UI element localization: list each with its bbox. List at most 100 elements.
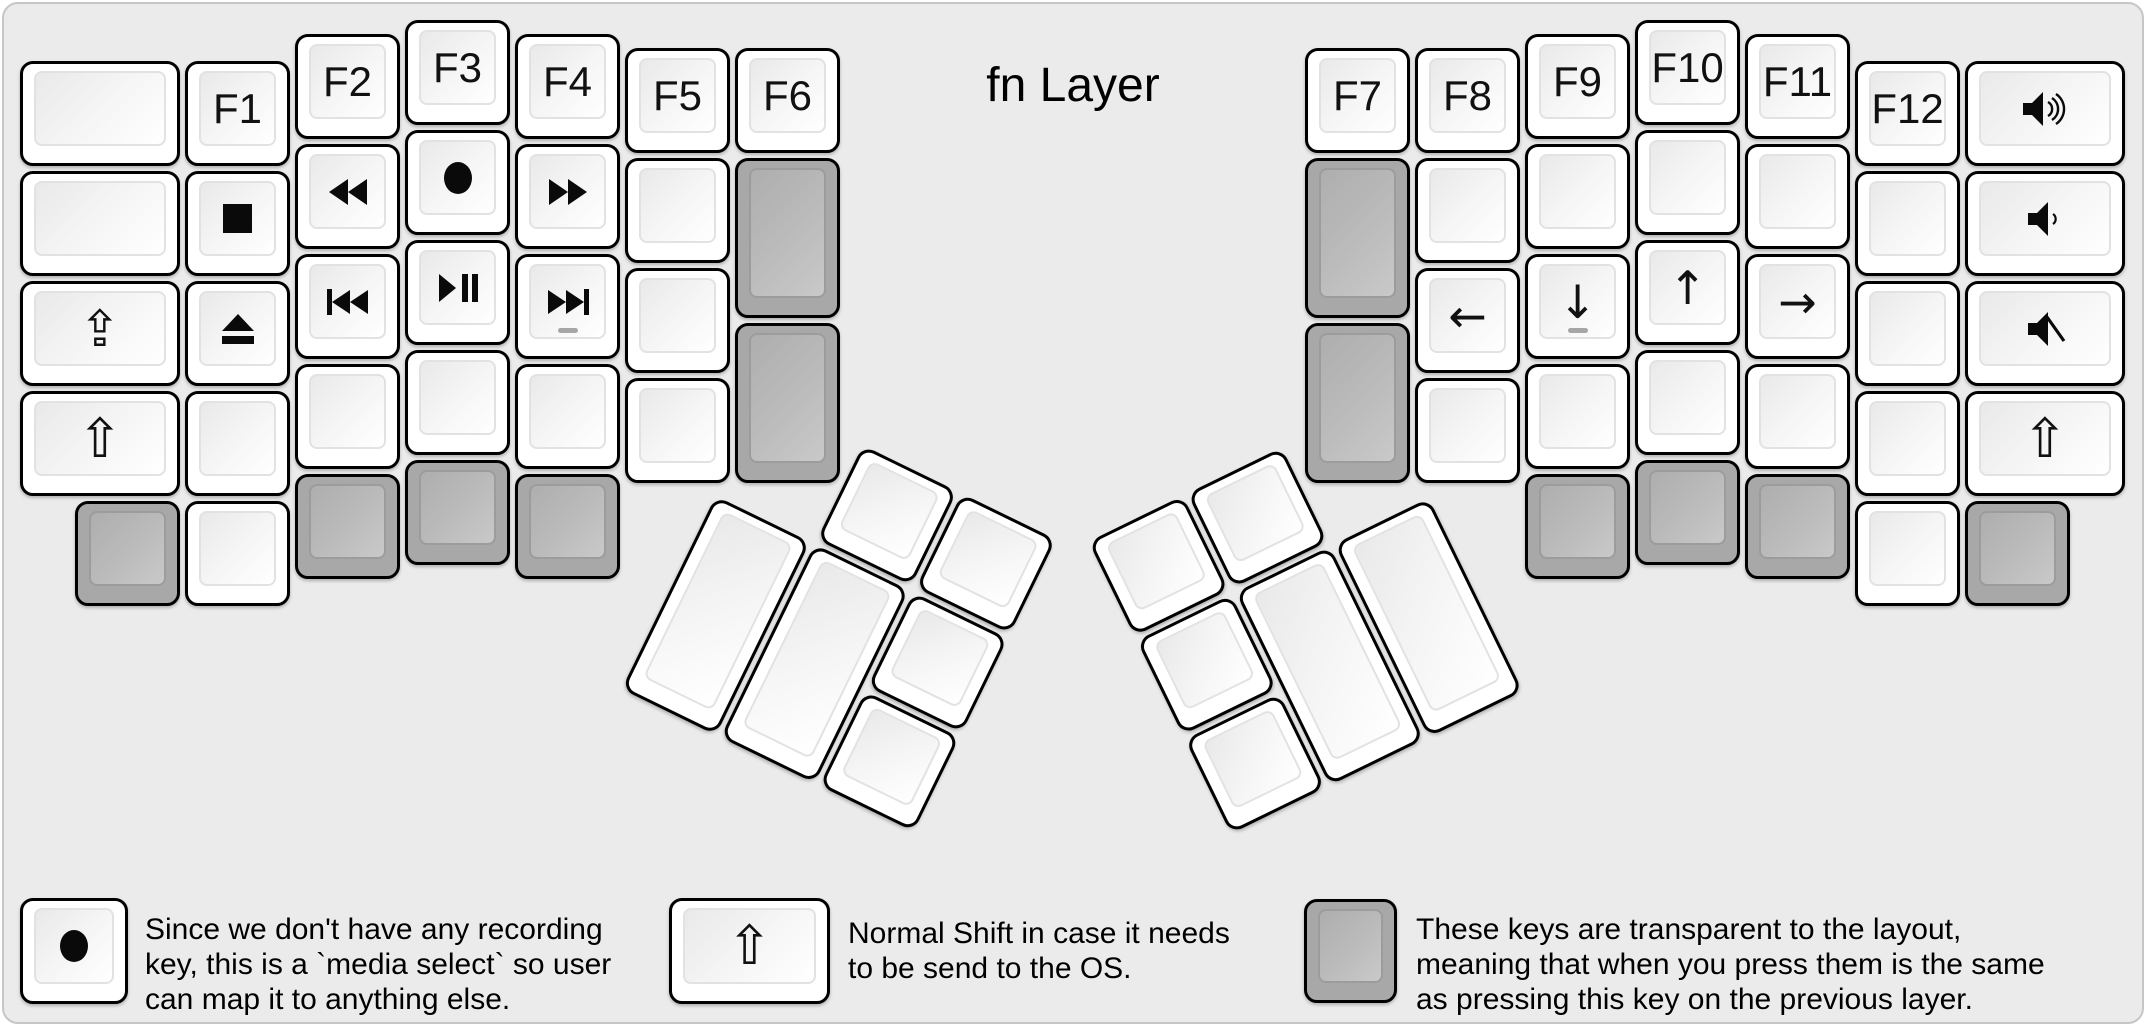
keycap-face: F8 <box>1429 58 1506 133</box>
key-blank[interactable] <box>625 268 730 373</box>
key-blank[interactable] <box>1745 364 1850 469</box>
key-blank[interactable] <box>625 378 730 483</box>
key-f12[interactable]: F12 <box>1855 61 1960 166</box>
keycap-face: F11 <box>1759 44 1836 119</box>
key-blank[interactable] <box>1525 364 1630 469</box>
key-transparent[interactable] <box>75 501 180 606</box>
key-transparent[interactable] <box>1635 460 1740 565</box>
key-blank[interactable] <box>185 391 290 496</box>
key-arrow-up[interactable]: ↑ <box>1635 240 1740 345</box>
key-blank[interactable] <box>405 350 510 455</box>
key-volume-down[interactable] <box>1965 171 2125 276</box>
keycap-face <box>34 908 114 984</box>
legend-text-line: Normal Shift in case it needs <box>848 917 1230 950</box>
key-transparent[interactable] <box>1525 474 1630 579</box>
key-transparent[interactable] <box>1745 474 1850 579</box>
key-f10[interactable]: F10 <box>1635 20 1740 125</box>
record-icon <box>58 928 90 964</box>
key-blank[interactable] <box>1635 130 1740 235</box>
key-f5[interactable]: F5 <box>625 48 730 153</box>
key-label: F10 <box>1651 43 1724 91</box>
key-f1[interactable]: F1 <box>185 61 290 166</box>
key-transparent[interactable] <box>1965 501 2070 606</box>
keycap-face: F4 <box>529 44 606 119</box>
keycap-face: ⇪ <box>34 291 166 366</box>
key-f9[interactable]: F9 <box>1525 34 1630 139</box>
key-legend-sample-2 <box>1304 899 1397 1003</box>
key-blank[interactable] <box>20 171 180 276</box>
key-play-pause[interactable] <box>405 240 510 345</box>
key-transparent[interactable] <box>1305 158 1410 318</box>
key-blank[interactable] <box>1415 158 1520 263</box>
arrow-left-icon: ← <box>1448 288 1487 343</box>
key-blank[interactable] <box>20 61 180 166</box>
keycap-face: F5 <box>639 58 716 133</box>
key-blank[interactable] <box>1855 501 1960 606</box>
key-volume-up[interactable] <box>1965 61 2125 166</box>
key-blank[interactable] <box>1745 144 1850 249</box>
keycap-face <box>199 511 276 586</box>
key-prev-track[interactable] <box>295 254 400 359</box>
key-f4[interactable]: F4 <box>515 34 620 139</box>
keycap-face <box>1759 484 1836 559</box>
keycap-face: F2 <box>309 44 386 119</box>
key-transparent[interactable] <box>735 158 840 318</box>
fast-forward-icon <box>548 177 588 207</box>
caps-lock-icon: ⇪ <box>79 299 121 358</box>
key-blank[interactable] <box>1635 350 1740 455</box>
key-arrow-down[interactable]: ↓ <box>1525 254 1630 359</box>
legend-text-line: key, this is a `media select` so user <box>145 948 612 981</box>
key-f2[interactable]: F2 <box>295 34 400 139</box>
key-blank[interactable] <box>1415 378 1520 483</box>
legend-text-2: These keys are transparent to the layout… <box>1416 912 2045 1017</box>
key-f7[interactable]: F7 <box>1305 48 1410 153</box>
key-blank[interactable] <box>1855 171 1960 276</box>
key-blank[interactable] <box>625 158 730 263</box>
key-next-track[interactable] <box>515 254 620 359</box>
key-record[interactable] <box>405 130 510 235</box>
key-shift-left[interactable]: ⇧ <box>20 391 180 496</box>
key-blank[interactable] <box>515 364 620 469</box>
key-transparent[interactable] <box>515 474 620 579</box>
key-f8[interactable]: F8 <box>1415 48 1520 153</box>
key-arrow-left[interactable]: ← <box>1415 268 1520 373</box>
keycap-face <box>1979 511 2056 586</box>
key-transparent[interactable] <box>405 460 510 565</box>
vol-up-icon <box>2020 90 2070 128</box>
keycap-face: F1 <box>199 71 276 146</box>
keycap-face: ⇧ <box>34 401 166 476</box>
key-caps-lock[interactable]: ⇪ <box>20 281 180 386</box>
key-transparent[interactable] <box>735 323 840 483</box>
keycap-face <box>89 511 166 586</box>
key-blank[interactable] <box>185 501 290 606</box>
key-transparent[interactable] <box>295 474 400 579</box>
key-label: F5 <box>652 71 702 119</box>
keycap-face: F9 <box>1539 44 1616 119</box>
keycap-face: → <box>1759 264 1836 339</box>
key-fast-forward[interactable] <box>515 144 620 249</box>
key-f3[interactable]: F3 <box>405 20 510 125</box>
keycap-face <box>309 154 386 229</box>
keycap-face: ⇧ <box>683 908 816 984</box>
key-f11[interactable]: F11 <box>1745 34 1850 139</box>
key-blank[interactable] <box>1855 391 1960 496</box>
key-shift-right[interactable]: ⇧ <box>1965 391 2125 496</box>
key-rewind[interactable] <box>295 144 400 249</box>
key-arrow-right[interactable]: → <box>1745 254 1850 359</box>
key-blank[interactable] <box>1525 144 1630 249</box>
key-transparent[interactable] <box>1305 323 1410 483</box>
keycap-face <box>1204 462 1307 564</box>
key-eject[interactable] <box>185 281 290 386</box>
key-f6[interactable]: F6 <box>735 48 840 153</box>
keycap-face <box>419 470 496 545</box>
keycap-face <box>1869 291 1946 366</box>
shift-icon: ⇧ <box>77 406 123 470</box>
key-blank[interactable] <box>1855 281 1960 386</box>
key-mute[interactable] <box>1965 281 2125 386</box>
homing-dash <box>1567 328 1588 333</box>
stop-icon <box>223 204 252 233</box>
key-label: F1 <box>212 84 262 132</box>
key-stop[interactable] <box>185 171 290 276</box>
key-blank[interactable] <box>295 364 400 469</box>
